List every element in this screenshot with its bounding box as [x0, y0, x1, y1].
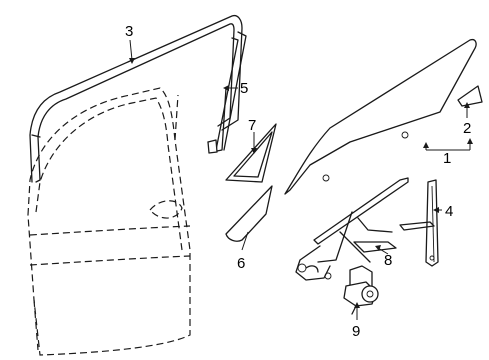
callout-2: 2: [463, 120, 471, 137]
part-6-filler: [225, 185, 273, 242]
part-5-run-channel: [207, 31, 247, 154]
callout-6: 6: [237, 255, 245, 272]
callout-labels: 3 5 7 6 1 2 4 8 9: [125, 23, 471, 340]
part-4-rear-channel: [425, 179, 439, 267]
part-9-motor: [343, 265, 379, 315]
callout-1: 1: [443, 150, 451, 167]
front-door-outline: [27, 87, 191, 356]
part-2-label: [457, 85, 483, 107]
part-8-regulator: [295, 177, 435, 281]
callout-7: 7: [248, 117, 256, 134]
callout-5: 5: [240, 80, 248, 97]
callout-9: 9: [352, 323, 360, 340]
callout-4: 4: [445, 203, 453, 220]
callout-8: 8: [384, 252, 392, 269]
part-1-door-glass: [284, 38, 477, 195]
arrowheads: [129, 58, 473, 308]
part-7-quarter-glass: [225, 123, 277, 183]
callout-3: 3: [125, 23, 133, 40]
part-3-weatherstrip: [29, 14, 243, 183]
